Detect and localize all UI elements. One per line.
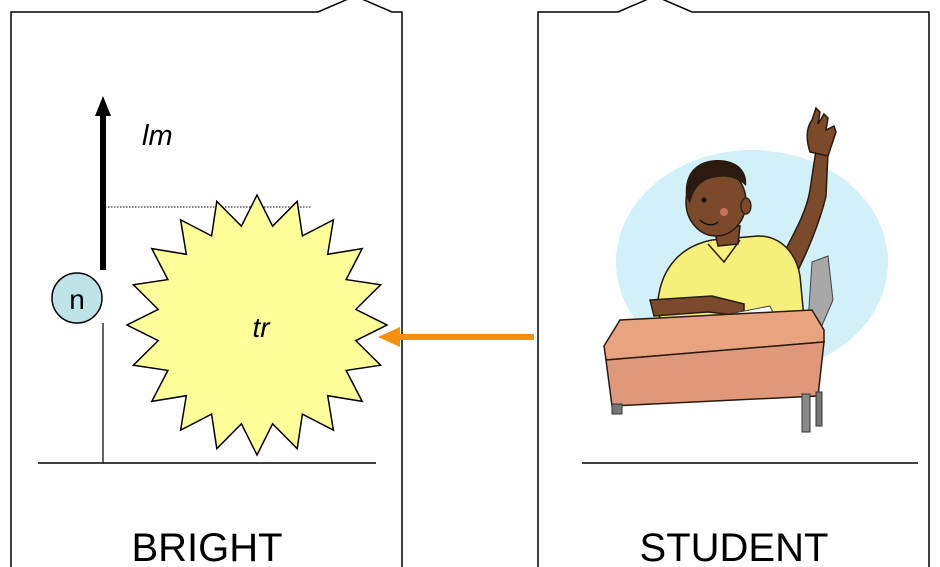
- caption-bright: BRIGHT: [131, 526, 282, 567]
- desk-leg-right: [801, 393, 811, 433]
- desk-leg-right-back: [815, 391, 823, 427]
- ear: [740, 197, 752, 215]
- raised-hand: [806, 106, 837, 157]
- connector-arrow-head-icon: [378, 327, 400, 347]
- panel-student: STUDENT: [537, 0, 930, 567]
- desk-leg-left: [611, 403, 623, 415]
- cheek: [720, 208, 728, 216]
- shirt-collar: [707, 239, 741, 264]
- panel-student-frame: [537, 0, 930, 567]
- mouth: [699, 219, 719, 226]
- node-label: n: [69, 284, 85, 315]
- label-tr: tr: [252, 312, 271, 343]
- up-arrow-head-icon: [95, 96, 111, 116]
- label-lm: lm: [142, 120, 173, 152]
- caption-student: STUDENT: [640, 526, 829, 567]
- panel-bright-frame: [10, 0, 403, 567]
- eye: [701, 197, 707, 203]
- connector-arrow: [378, 327, 534, 347]
- panel-bright: lm n tr BRIGHT: [10, 0, 403, 567]
- student-illustration: [603, 106, 888, 433]
- starburst-shape: [125, 193, 389, 457]
- hair: [685, 160, 747, 204]
- node-circle: [51, 272, 103, 324]
